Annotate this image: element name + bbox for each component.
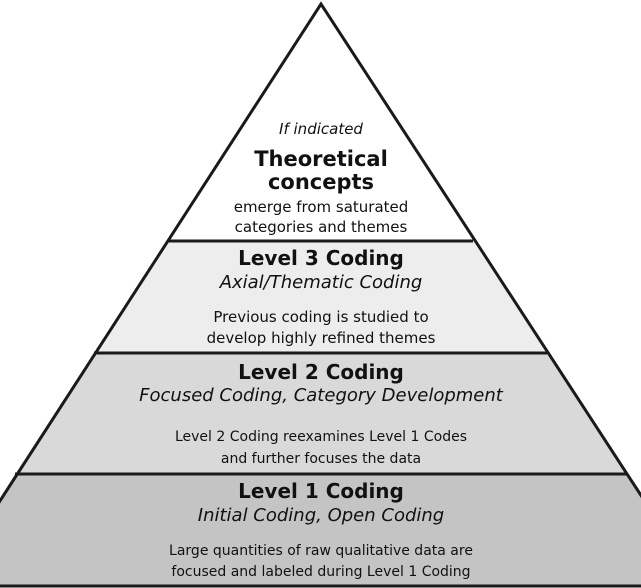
theory-desc-line-1: emerge from saturated	[234, 198, 409, 216]
level1-subtitle: Initial Coding, Open Coding	[198, 505, 444, 526]
theory-note: If indicated	[279, 120, 363, 138]
band-level2	[15, 353, 627, 474]
level3-subtitle: Axial/Thematic Coding	[219, 272, 423, 293]
level1-title: Level 1 Coding	[238, 479, 404, 503]
level1-desc-line-2: focused and labeled during Level 1 Codin…	[171, 564, 470, 580]
band-level3	[94, 241, 547, 353]
band-level1	[0, 474, 641, 586]
level3-desc-line-1: Previous coding is studied to	[213, 308, 428, 326]
level2-desc-line-2: and further focuses the data	[221, 451, 421, 467]
level2-desc-line-1: Level 2 Coding reexamines Level 1 Codes	[175, 429, 467, 445]
level2-subtitle: Focused Coding, Category Development	[139, 385, 504, 406]
pyramid-outline	[0, 1, 641, 504]
theory-title-line-2: concepts	[268, 170, 374, 194]
level1-desc-line-1: Large quantities of raw qualitative data…	[169, 543, 473, 559]
theory-title-line-1: Theoretical	[254, 147, 388, 171]
level3-title: Level 3 Coding	[238, 246, 404, 270]
band-theory	[169, 4, 473, 241]
level2-title: Level 2 Coding	[238, 360, 404, 384]
theory-desc-line-2: categories and themes	[235, 218, 408, 236]
level3-desc-line-2: develop highly refined themes	[207, 329, 436, 347]
